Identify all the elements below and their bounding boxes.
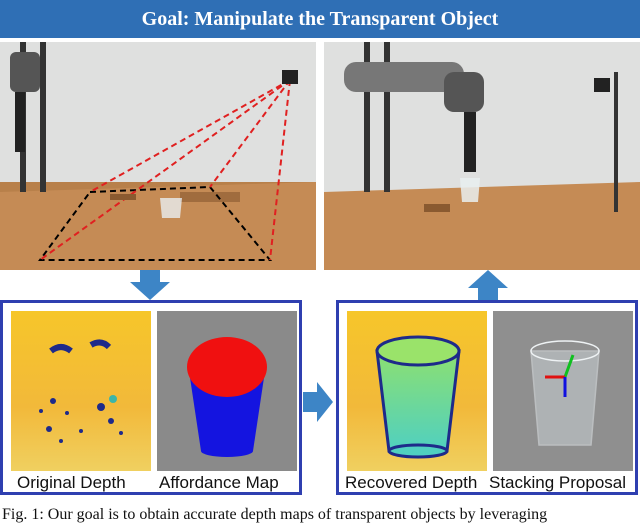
scene-photo-left [0, 42, 316, 270]
scene-photo-right [324, 42, 640, 270]
left-panel: Original Depth Affordance Map [0, 300, 302, 495]
label-stacking-proposal: Stacking Proposal [489, 473, 627, 492]
label-original-depth: Original Depth [17, 473, 126, 492]
original-depth-image [11, 311, 151, 471]
stacking-proposal-image [493, 311, 633, 471]
recovered-depth-image [347, 311, 487, 471]
up-arrow-icon [468, 270, 508, 305]
label-affordance-map: Affordance Map [159, 473, 279, 492]
right-arrow-icon [303, 382, 333, 427]
down-arrow-icon [130, 270, 170, 305]
affordance-map-image [157, 311, 297, 471]
goal-banner: Goal: Manipulate the Transparent Object [0, 0, 640, 38]
goal-title: Goal: Manipulate the Transparent Object [141, 7, 499, 30]
figure-caption: Fig. 1: Our goal is to obtain accurate d… [2, 506, 548, 523]
label-recovered-depth: Recovered Depth [345, 473, 478, 492]
right-panel: Recovered Depth Stacking Proposal [336, 300, 638, 495]
